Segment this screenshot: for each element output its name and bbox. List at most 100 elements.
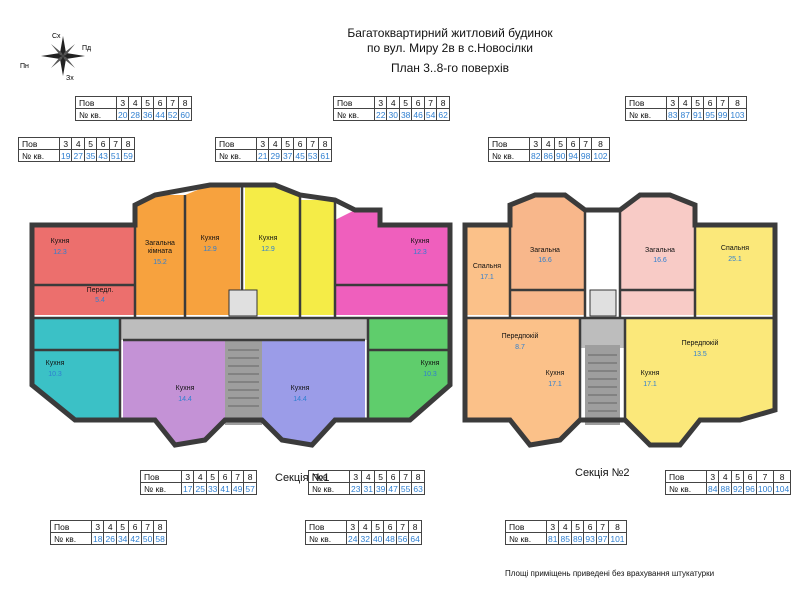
apartment-number-cell: 62 — [436, 108, 450, 121]
floor-header-cell: Пов — [505, 520, 547, 533]
footnote: Площі приміщень приведені без врахування… — [505, 569, 715, 578]
a7-kitchen-label: Кухня — [291, 385, 310, 392]
room-labels: Кухня 12.3 Загальна кімната 15.2 Передл.… — [46, 235, 750, 403]
floor-number-cell: 7 — [423, 96, 438, 109]
apartment-number-cell: 51 — [108, 149, 123, 162]
a4-kitchen-label: Кухня — [411, 238, 430, 245]
floor-number-cell: 3 — [180, 470, 195, 483]
apartment-number-cell: 48 — [383, 532, 397, 545]
apartment-number-cell: 83 — [665, 108, 680, 121]
a9-living-area: 16.6 — [538, 257, 552, 264]
apartment-number-cell: 44 — [153, 108, 167, 121]
apartment-number-cell: 55 — [398, 482, 413, 495]
floor-header-cell: Пов — [665, 470, 707, 483]
apartment-number-cell: 97 — [595, 532, 610, 545]
section-1-elevator — [228, 289, 258, 317]
title-line-1: Багатоквартирний житловий будинок — [347, 26, 553, 40]
apartment-number-cell: 84 — [705, 482, 720, 495]
apartment-number-cell: 21 — [255, 149, 270, 162]
apartment-number-cell: 98 — [578, 149, 593, 162]
apartment-header-cell: № кв. — [18, 149, 60, 162]
section-2-label: Секція №2 — [575, 467, 630, 479]
floor-number-cell: 8 — [436, 96, 450, 109]
compass-rose-icon: Сх Пд Зх Пн — [20, 33, 91, 82]
section-2-stair — [585, 345, 620, 425]
a1-living-label-2: кімната — [148, 247, 172, 255]
floor-header-cell: Пов — [215, 137, 257, 150]
apartment-number-cell: 58 — [153, 532, 167, 545]
floor-number-cell: 6 — [566, 137, 580, 150]
title-line-3: План 3..8-го поверхів — [390, 61, 510, 75]
apartment-number-cell: 36 — [140, 108, 155, 121]
floor-number-cell: 4 — [678, 96, 692, 109]
page-title: Багатоквартирний житловий будинок по вул… — [300, 26, 600, 76]
a11-kitchen-area: 17.1 — [548, 381, 562, 388]
floor-number-cell: 4 — [718, 470, 732, 483]
apartment-4-area — [335, 210, 450, 315]
apartment-header-cell: № кв. — [625, 108, 667, 121]
section-2-elevator — [589, 289, 617, 317]
apartment-number-cell: 47 — [386, 482, 400, 495]
a5-kitchen-label: Кухня — [46, 360, 65, 367]
apartment-6-area — [123, 340, 225, 445]
a6-kitchen-label: Кухня — [176, 385, 195, 392]
apartment-number-cell: 23 — [348, 482, 363, 495]
apartment-12-bedroom — [695, 225, 775, 315]
apartment-header-cell: № кв. — [665, 482, 707, 495]
apartment-number-cell: 96 — [743, 482, 757, 495]
a11-bedroom-label: Спальня — [473, 263, 501, 270]
a8-kitchen-label: Кухня — [421, 360, 440, 367]
a12-bedroom-area: 25.1 — [728, 256, 742, 263]
floor-number-cell: 7 — [165, 96, 180, 109]
a12-kitchen-area: 17.1 — [643, 381, 657, 388]
apartment-number-cell: 53 — [305, 149, 320, 162]
apartment-number-cell: 22 — [373, 108, 388, 121]
apartment-2-area — [185, 185, 240, 315]
apartment-number-cell: 50 — [140, 532, 155, 545]
floor-header-cell: Пов — [308, 470, 350, 483]
apartment-number-cell: 33 — [205, 482, 220, 495]
floor-number-cell: 3 — [545, 520, 560, 533]
apartment-number-cell: 38 — [398, 108, 413, 121]
apartment-11-bedroom — [465, 225, 510, 315]
apartment-header-cell: № кв. — [215, 149, 257, 162]
floor-header-cell: Пов — [333, 96, 375, 109]
apartment-number-cell: 64 — [408, 532, 422, 545]
apartment-number-cell: 86 — [541, 149, 555, 162]
apartment-number-cell: 35 — [83, 149, 98, 162]
section-2-plan — [462, 192, 778, 448]
apartment-number-cell: 30 — [386, 108, 400, 121]
a12-hall-label: Передпокій — [682, 339, 719, 347]
floor-number-cell: 4 — [386, 96, 400, 109]
floor-number-cell: 3 — [348, 470, 363, 483]
apartment-number-cell: 95 — [703, 108, 717, 121]
apartment-12-area — [625, 318, 775, 445]
apartment-number-cell: 87 — [678, 108, 692, 121]
apartment-header-cell: № кв. — [505, 532, 547, 545]
floor-number-cell: 8 — [728, 96, 747, 109]
compass-label-west: Зх — [66, 75, 74, 82]
floor-number-cell: 8 — [591, 137, 610, 150]
a10-living-area: 16.6 — [653, 257, 667, 264]
floor-number-cell: 5 — [83, 137, 98, 150]
a8-kitchen-area: 10.3 — [423, 371, 437, 378]
apartment-number-cell: 88 — [718, 482, 732, 495]
floor-number-cell: 6 — [128, 520, 142, 533]
apartment-header-cell: № кв. — [50, 532, 92, 545]
floor-number-cell: 4 — [103, 520, 117, 533]
a11-hall-area: 8.7 — [515, 344, 525, 351]
a9-living-label: Загальна — [530, 247, 560, 254]
apartment-number-cell: 63 — [411, 482, 425, 495]
apartment-number-cell: 45 — [293, 149, 307, 162]
floor-number-cell: 8 — [408, 520, 422, 533]
floor-number-cell: 8 — [121, 137, 135, 150]
floor-number-cell: 5 — [140, 96, 155, 109]
